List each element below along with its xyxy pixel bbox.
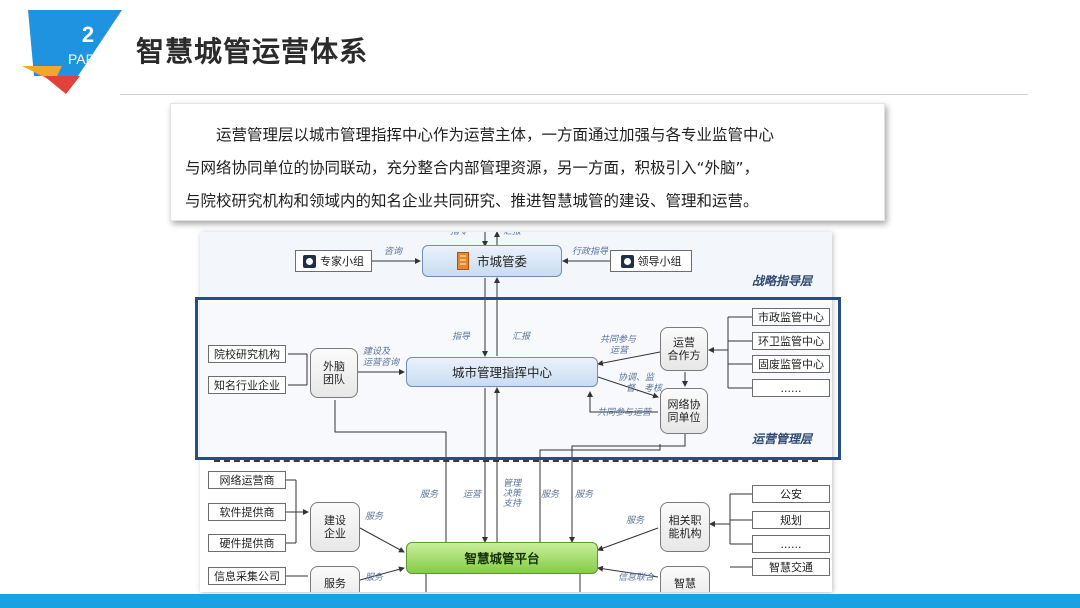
city-committee-label: 市城管委 bbox=[476, 253, 527, 269]
layer-separator-2 bbox=[214, 460, 818, 462]
edge-label-mgmt: 管理 决策 支持 bbox=[502, 479, 522, 509]
agency-police: 公安 bbox=[752, 485, 830, 503]
monitor-center-more: ...... bbox=[752, 379, 830, 397]
supplier-hardware: 硬件提供商 bbox=[208, 534, 286, 552]
edge-label-coord-1: 协调、监 bbox=[618, 373, 655, 383]
edge-label-report-top: 汇报 bbox=[503, 232, 522, 237]
edge-label-command-top: 指令 bbox=[450, 232, 469, 237]
related-agencies-line-1: 相关职 bbox=[668, 514, 702, 527]
smart-partner-box: 智慧 bbox=[660, 566, 710, 592]
edge-label-guide: 指导 bbox=[452, 332, 471, 342]
service-company-box: 服务 bbox=[310, 566, 360, 592]
monitor-center-municipal: 市政监管中心 bbox=[752, 308, 830, 326]
edge-label-coord: 协调、监 督、考核 bbox=[618, 373, 662, 395]
city-committee-box: 市城管委 bbox=[422, 245, 562, 277]
strategy-layer-label: 战略指导层 bbox=[752, 274, 813, 288]
edge-label-operation: 运营 bbox=[463, 490, 482, 500]
network-units-box: 网络协 同单位 bbox=[660, 388, 708, 434]
part-label: PART bbox=[67, 51, 105, 67]
monitor-center-solid-waste: 固废监管中心 bbox=[752, 355, 830, 373]
intro-text-card: 运营管理层以城市管理指挥中心作为运营主体，一方面通过加强与各专业监管中心 与网络… bbox=[170, 103, 885, 221]
group-icon bbox=[620, 254, 634, 268]
external-brain-line-2: 团队 bbox=[323, 373, 345, 386]
edge-label-service-6: 服务 bbox=[365, 573, 384, 583]
platform-box: 智慧城管平台 bbox=[406, 542, 598, 574]
edge-label-report: 汇报 bbox=[512, 332, 531, 342]
intro-line-1: 运营管理层以城市管理指挥中心作为运营主体，一方面通过加强与各专业监管中心 bbox=[216, 126, 775, 144]
part-badge-shape bbox=[22, 10, 122, 94]
edge-label-mgmt-2: 决策 bbox=[502, 489, 521, 499]
part-badge: 2 PART bbox=[22, 10, 132, 98]
external-brain-line-1: 外脑 bbox=[323, 360, 345, 373]
operations-diagram: 指令 汇报 专家小组 领导小组 市城管委 咨询 行政指导 战略指导层 院校研究机… bbox=[200, 232, 832, 592]
expert-group-label: 专家小组 bbox=[320, 254, 364, 268]
edge-label-mgmt-1: 管理 bbox=[502, 479, 521, 489]
related-agencies-box: 相关职 能机构 bbox=[660, 502, 710, 552]
building-icon bbox=[456, 252, 469, 270]
university-box: 院校研究机构 bbox=[208, 345, 286, 363]
edge-label-service-2: 服务 bbox=[541, 490, 560, 500]
edge-label-service-1: 服务 bbox=[420, 490, 439, 500]
command-center-box: 城市管理指挥中心 bbox=[406, 357, 598, 387]
agency-smart-traffic: 智慧交通 bbox=[752, 558, 830, 576]
leader-group-box: 领导小组 bbox=[610, 250, 692, 272]
build-company-box: 建设 企业 bbox=[310, 502, 360, 552]
related-agencies-line-2: 能机构 bbox=[668, 527, 702, 540]
partners-line-2: 合作方 bbox=[667, 349, 701, 362]
partners-box: 运营 合作方 bbox=[660, 327, 708, 371]
external-brain-box: 外脑 团队 bbox=[310, 348, 358, 398]
edge-label-admin-guide: 行政指导 bbox=[572, 247, 609, 257]
build-company-line-2: 企业 bbox=[324, 527, 346, 540]
slide-title: 智慧城管运营体系 bbox=[136, 35, 369, 68]
group-icon bbox=[303, 254, 316, 268]
edge-label-joint-1: 共同参与 bbox=[600, 335, 637, 345]
edge-label-advice-1: 建设及 bbox=[363, 347, 391, 357]
intro-line-2: 与网络协同单位的协同联动，充分整合内部管理资源，另一方面，积极引入“外脑”， bbox=[185, 159, 760, 177]
edge-label-service-4: 服务 bbox=[365, 512, 384, 522]
edge-label-info-union: 信息联合 bbox=[618, 573, 655, 583]
operations-layer-highlight bbox=[195, 297, 841, 460]
enterprise-box: 知名行业企业 bbox=[208, 376, 286, 394]
network-units-line-1: 网络协 bbox=[667, 398, 701, 411]
agency-more: ...... bbox=[752, 535, 830, 553]
expert-group-box: 专家小组 bbox=[295, 250, 372, 272]
operations-layer-label: 运营管理层 bbox=[752, 432, 813, 446]
part-number: 2 bbox=[81, 22, 95, 47]
supplier-network: 网络运营商 bbox=[208, 471, 286, 489]
footer-bar bbox=[0, 594, 1080, 608]
agency-planning: 规划 bbox=[752, 511, 830, 529]
title-divider bbox=[120, 94, 1028, 95]
monitor-center-sanitation: 环卫监管中心 bbox=[752, 332, 830, 350]
edge-label-service-3: 服务 bbox=[575, 490, 594, 500]
edge-label-joint: 共同参与 运营 bbox=[600, 335, 636, 357]
edge-label-consult: 咨询 bbox=[384, 247, 403, 257]
supplier-info-collection: 信息采集公司 bbox=[208, 567, 286, 585]
intro-line-3: 与院校研究机构和领域内的知名企业共同研究、推进智慧城管的建设、管理和运营。 bbox=[185, 192, 759, 210]
leader-group-label: 领导小组 bbox=[637, 254, 682, 268]
diagram-connectors bbox=[286, 232, 752, 592]
edge-label-joint-2: 运营 bbox=[610, 346, 629, 356]
edge-label-mgmt-3: 支持 bbox=[502, 499, 521, 509]
edge-label-advice: 建设及 运营咨询 bbox=[363, 347, 399, 369]
network-units-line-2: 同单位 bbox=[667, 411, 701, 424]
edge-label-joint-2: 共同参与运营 bbox=[597, 408, 652, 418]
edge-label-advice-2: 运营咨询 bbox=[363, 358, 400, 368]
edge-label-service-5: 服务 bbox=[626, 516, 645, 526]
build-company-line-1: 建设 bbox=[324, 514, 346, 527]
supplier-software: 软件提供商 bbox=[208, 503, 286, 521]
partners-line-1: 运营 bbox=[673, 336, 695, 349]
edge-label-coord-2: 督、考核 bbox=[626, 384, 663, 394]
